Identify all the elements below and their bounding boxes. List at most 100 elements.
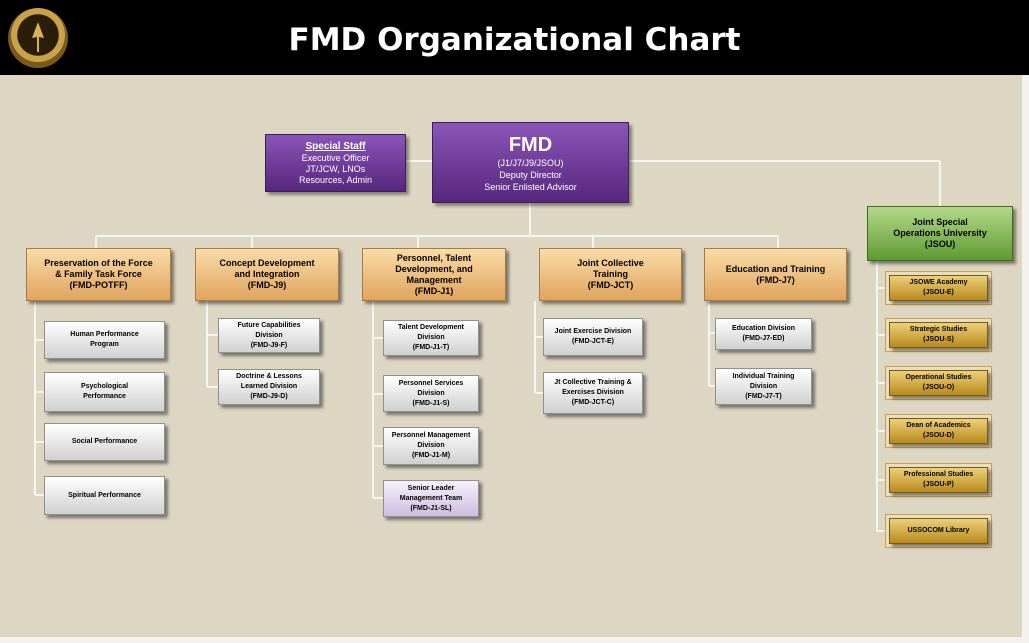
slide-edge-right <box>1022 75 1029 643</box>
subunit-box: Personnel Management Division (FMD-J1-M) <box>383 427 479 465</box>
subunit-box: Human Performance Program <box>44 321 165 359</box>
subunit-line: Doctrine & Lessons <box>236 373 302 380</box>
jsou-unit-line: (JSOU-S) <box>923 336 954 343</box>
subunit-line: (FMD-J7-ED) <box>742 335 785 342</box>
subunit-box: Personnel Services Division (FMD-J1-S) <box>383 375 479 412</box>
jsou-unit-line: USSOCOM Library <box>907 527 970 534</box>
spearhead-icon <box>32 22 44 52</box>
subunit-line: (FMD-J1-T) <box>412 344 450 351</box>
subunit-line: Program <box>90 341 119 348</box>
division-box-potff: Preservation of the Force & Family Task … <box>26 248 171 301</box>
subunit-line: (FMD-J1-S) <box>412 399 450 407</box>
jsou-unit-line: Professional Studies <box>903 471 974 478</box>
subunit-box: Jt Collective Training & Exercises Divis… <box>543 372 643 414</box>
division-line: Management <box>406 274 462 285</box>
subunit-line: Division <box>417 389 445 397</box>
subunit-line: (FMD-J1-SL) <box>410 504 452 512</box>
special-staff-line: Resources, Admin <box>298 174 373 185</box>
jsou-unit-box: Dean of Academics (JSOU-D) <box>889 418 988 444</box>
ussocom-seal-icon <box>8 8 68 68</box>
division-box-j1: Personnel, Talent Development, and Manag… <box>362 248 506 301</box>
fmd-title: FMD <box>508 133 553 156</box>
division-line: Concept Development <box>219 258 315 268</box>
jsou-unit-line: Operational Studies <box>905 374 972 381</box>
subunit-line: Jt Collective Training & <box>554 379 632 386</box>
subunit-line: Management Team <box>399 494 463 502</box>
division-box-jct: Joint Collective Training (FMD-JCT) <box>539 248 682 301</box>
division-line: Joint Collective <box>577 258 644 268</box>
subunit-box: Doctrine & Lessons Learned Division (FMD… <box>218 369 320 405</box>
jsou-unit-line: (JSOU-E) <box>923 289 954 296</box>
page-title: FMD Organizational Chart <box>288 22 741 58</box>
subunit-line: (FMD-JCT-C) <box>571 399 615 406</box>
subunit-line: Learned Division <box>240 383 298 390</box>
fmd-line: (J1/J7/J9/JSOU) <box>497 157 564 168</box>
division-box-j7: Education and Training (FMD-J7) <box>704 248 847 301</box>
jsou-line: (JSOU) <box>924 239 956 249</box>
subunit-line: Education Division <box>731 325 795 332</box>
subunit-line: Division <box>417 442 445 449</box>
division-line: (FMD-JCT) <box>587 280 634 290</box>
special-staff-title: Special Staff <box>305 140 366 152</box>
subunit-line: Senior Leader <box>407 484 455 492</box>
subunit-line: Talent Development <box>398 324 464 331</box>
subunit-box: Education Division (FMD-J7-ED) <box>715 318 812 350</box>
fmd-line: Senior Enlisted Advisor <box>484 181 577 192</box>
division-line: Development, and <box>395 263 473 274</box>
subunit-line: Division <box>255 331 283 339</box>
jsou-line: Joint Special <box>912 217 968 227</box>
subunit-line: Human Performance <box>70 331 139 338</box>
division-line: (FMD-POTFF) <box>69 280 128 290</box>
jsou-unit-box: Professional Studies (JSOU-P) <box>889 467 988 493</box>
subunit-line: (FMD-JCT-E) <box>572 338 614 345</box>
jsou-unit-line: (JSOU-P) <box>923 481 954 488</box>
special-staff-line: JT/JCW, LNOs <box>305 163 366 174</box>
division-line: Personnel, Talent <box>396 252 472 263</box>
subunit-box: Spiritual Performance <box>44 476 165 515</box>
subunit-line: Division <box>417 334 445 341</box>
jsou-unit-line: Dean of Academics <box>906 422 971 429</box>
subunit-box: Individual Training Division (FMD-J7-T) <box>715 368 812 405</box>
subunit-line: Personnel Services <box>398 379 464 387</box>
subunit-box: Senior Leader Management Team (FMD-J1-SL… <box>383 480 479 517</box>
subunit-line: Psychological <box>80 383 129 390</box>
slide-edge-bottom <box>0 637 1029 643</box>
subunit-line: Joint Exercise Division <box>554 328 632 335</box>
title-bar <box>0 0 1029 75</box>
fmd-box: FMD (J1/J7/J9/JSOU) Deputy Director Seni… <box>432 122 629 203</box>
division-line: (FMD-J9) <box>247 280 287 290</box>
division-line: Preservation of the Force <box>44 258 153 268</box>
special-staff-box: Special Staff Executive Officer JT/JCW, … <box>265 134 406 192</box>
subunit-line: (FMD-J9-F) <box>250 341 288 349</box>
jsou-unit-box: Strategic Studies (JSOU-S) <box>889 322 988 348</box>
subunit-line: Individual Training <box>732 372 795 380</box>
subunit-line: Future Capabilities <box>237 321 301 329</box>
subunit-line: Spiritual Performance <box>68 491 141 499</box>
division-line: Training <box>592 269 628 279</box>
subunit-line: (FMD-J9-D) <box>250 393 288 400</box>
division-line: and Integration <box>234 269 300 279</box>
jsou-unit-box: JSOWE Academy (JSOU-E) <box>889 275 988 301</box>
subunit-line: (FMD-J1-M) <box>411 452 451 459</box>
jsou-unit-line: JSOWE Academy <box>909 279 968 286</box>
subunit-line: (FMD-J7-T) <box>745 392 782 400</box>
division-line: (FMD-J1) <box>414 285 454 296</box>
subunit-box: Future Capabilities Division (FMD-J9-F) <box>218 318 320 353</box>
subunit-line: Social Performance <box>71 438 138 445</box>
special-staff-line: Executive Officer <box>301 152 370 163</box>
subunit-line: Performance <box>83 393 126 400</box>
subunit-box: Talent Development Division (FMD-J1-T) <box>383 320 479 356</box>
subunit-line: Exercises Division <box>562 389 624 396</box>
jsou-unit-line: (JSOU-D) <box>922 432 955 439</box>
jsou-unit-box: Operational Studies (JSOU-O) <box>889 370 988 396</box>
division-line: & Family Task Force <box>55 269 142 279</box>
subunit-box: Social Performance <box>44 423 165 461</box>
fmd-line: Deputy Director <box>499 169 562 180</box>
subunit-line: Personnel Management <box>391 432 471 439</box>
jsou-line: Operations University <box>893 228 987 238</box>
subunit-box: Joint Exercise Division (FMD-JCT-E) <box>543 318 643 356</box>
jsou-unit-line: Strategic Studies <box>909 326 968 333</box>
jsou-unit-box: USSOCOM Library <box>889 518 988 544</box>
